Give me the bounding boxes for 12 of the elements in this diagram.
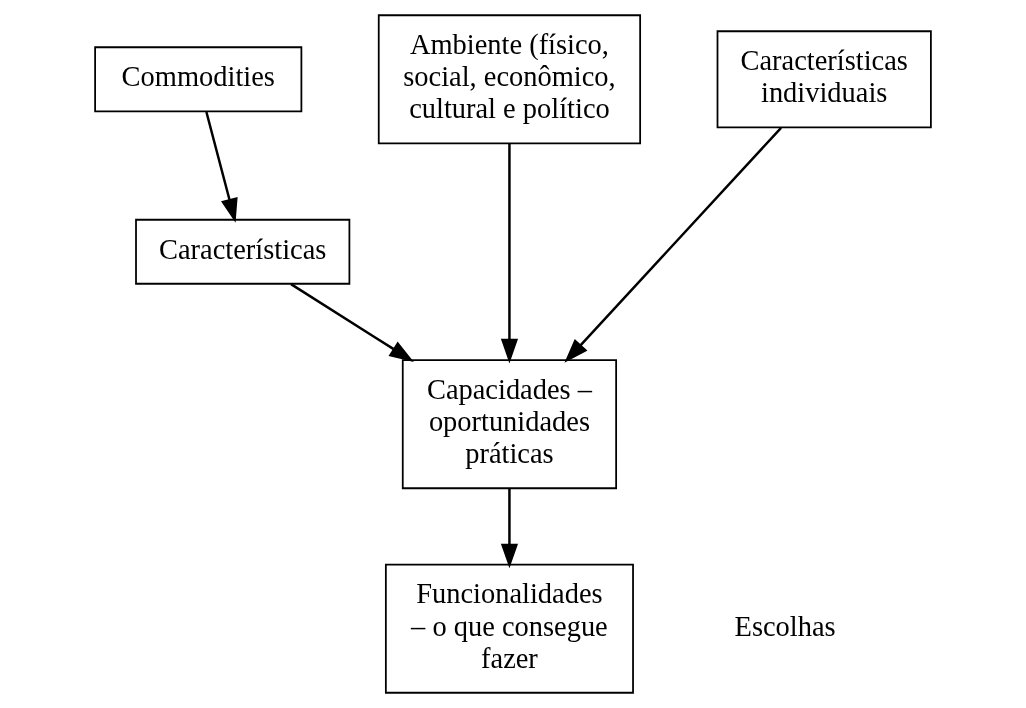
node-box: Commodities [94,46,303,113]
node-box: Ambiente (físico, social, econômico, cultural e político [377,14,642,145]
node-box: Capacidades – oportunidades práticas [401,359,618,490]
node-box: Características [135,218,351,285]
node-box: Funcionalidades – o que consegue fazer [384,563,634,694]
arrow [500,143,519,364]
node-box: Características individuais [716,30,932,129]
label: Escolhas [734,610,836,642]
arrow [205,111,238,223]
arrow [290,283,414,362]
arrow [564,126,782,363]
arrow [500,488,519,569]
